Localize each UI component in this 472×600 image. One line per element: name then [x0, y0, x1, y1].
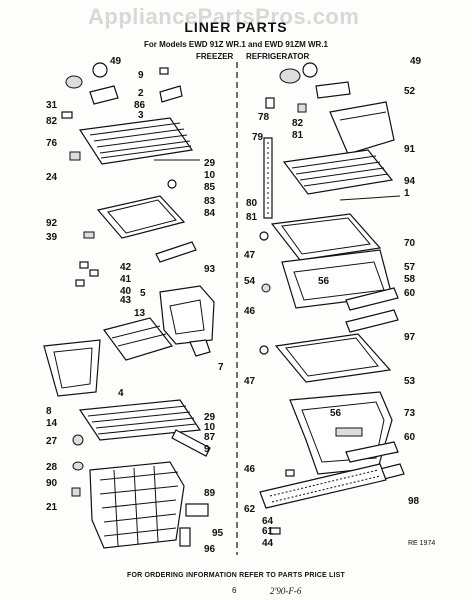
freezer-bucket-8 [43, 339, 101, 397]
freezer-shelf-frame-2 [96, 195, 186, 239]
callout-98: 98 [408, 496, 420, 507]
callout-78: 78 [258, 112, 270, 123]
callout-81-r1: 81 [292, 130, 304, 141]
callout-49-r: 49 [410, 56, 422, 67]
callout-61: 61 [262, 526, 274, 537]
callout-24: 24 [46, 172, 58, 183]
callout-29-f1: 29 [204, 158, 216, 169]
callout-46-r2: 46 [244, 464, 256, 475]
page-number: 6 [232, 586, 237, 595]
callout-60-r1: 60 [404, 288, 416, 299]
callout-46-r1: 46 [244, 306, 256, 317]
callout-91: 91 [404, 144, 416, 155]
callout-85: 85 [204, 182, 216, 193]
callout-42: 42 [120, 262, 132, 273]
freezer-wire-shelf-3 [78, 399, 202, 441]
callout-82-r: 82 [292, 118, 304, 129]
freezer-wire-shelf-1 [78, 117, 194, 165]
callout-29-f2: 29 [204, 412, 216, 423]
callout-76: 76 [46, 138, 58, 149]
callout-49-f: 49 [110, 56, 122, 67]
callout-7: 7 [218, 362, 224, 373]
callout-10-f1: 10 [204, 170, 216, 181]
callout-41: 41 [120, 274, 132, 285]
callout-43: 43 [120, 295, 132, 306]
freezer-callouts: 49 9 2 86 3 31 82 76 29 10 85 24 83 84 9… [46, 56, 224, 555]
callout-47-r2: 47 [244, 376, 256, 387]
callout-1: 1 [404, 188, 410, 199]
callout-89: 89 [204, 488, 216, 499]
callout-79: 79 [252, 132, 264, 143]
freezer-parts [43, 62, 215, 549]
glass-shelf-53 [274, 333, 392, 383]
callout-94: 94 [404, 176, 416, 187]
callout-86: 86 [134, 100, 146, 111]
ordering-note: FOR ORDERING INFORMATION REFER TO PARTS … [126, 572, 346, 579]
callout-54: 54 [244, 276, 256, 287]
callout-8: 8 [46, 406, 52, 417]
callout-31-f: 31 [46, 100, 58, 111]
refrigerator-parts [259, 62, 405, 535]
callout-83: 83 [204, 196, 216, 207]
freezer-heading: FREEZER [196, 52, 234, 61]
callout-53: 53 [404, 376, 416, 387]
callout-87: 87 [204, 432, 216, 443]
callout-2: 2 [138, 88, 144, 99]
diagram-title: LINER PARTS [184, 19, 288, 35]
callout-40: 40 [120, 286, 132, 297]
callout-39: 39 [46, 232, 58, 243]
callout-5: 5 [140, 288, 146, 299]
callout-56-r2: 56 [330, 408, 342, 419]
freezer-wire-basket-90 [89, 461, 185, 549]
diagram-subtitle: For Models EWD 91Z WR.1 and EWD 91ZM WR.… [143, 40, 328, 49]
light-shield-shape [89, 85, 119, 105]
refrigerator-heading: REFRIGERATOR [246, 52, 310, 61]
callout-27: 27 [46, 436, 58, 447]
callout-93: 93 [204, 264, 216, 275]
callout-9: 9 [138, 70, 144, 81]
callout-52: 52 [404, 86, 416, 97]
glass-shelf-70 [270, 213, 382, 261]
callout-3: 3 [138, 110, 144, 121]
watermark: AppliancePartsPros.com [88, 4, 360, 29]
callout-96: 96 [204, 544, 216, 555]
callout-82-f: 82 [46, 116, 58, 127]
light-bulb-shape [92, 62, 108, 78]
callout-56-r1: 56 [318, 276, 330, 287]
drawing-code: RE 1974 [408, 540, 436, 547]
callout-47-r1: 47 [244, 250, 256, 261]
callout-10-f2: 10 [204, 422, 216, 433]
callout-73: 73 [404, 408, 416, 419]
callout-28: 28 [46, 462, 58, 473]
freezer-pan-5 [159, 285, 215, 345]
callout-4: 4 [118, 388, 124, 399]
callout-90: 90 [46, 478, 58, 489]
callout-95: 95 [212, 528, 224, 539]
light-socket-shape [65, 75, 83, 89]
callout-21: 21 [46, 502, 58, 513]
callout-84: 84 [204, 208, 216, 219]
callout-62: 62 [244, 504, 256, 515]
callout-13: 13 [134, 308, 146, 319]
callout-92: 92 [46, 218, 58, 229]
callout-81-r2: 81 [246, 212, 258, 223]
callout-60-r2: 60 [404, 432, 416, 443]
callout-97: 97 [404, 332, 416, 343]
refrigerator-wire-shelf-94 [282, 149, 394, 195]
ice-tray-13 [102, 317, 174, 361]
dairy-bin-91 [329, 101, 395, 155]
handwritten-note: 2'90-F-6 [270, 586, 302, 596]
refrigerator-callouts: 49 52 78 82 81 79 91 94 1 80 81 70 47 54… [244, 56, 422, 549]
callout-44: 44 [262, 538, 274, 549]
callout-9-lower: 9 [204, 444, 210, 455]
callout-64: 64 [262, 516, 274, 527]
callout-57: 57 [404, 262, 416, 273]
callout-14: 14 [46, 418, 58, 429]
callout-58: 58 [404, 274, 416, 285]
callout-80: 80 [246, 198, 258, 209]
callout-70: 70 [404, 238, 416, 249]
